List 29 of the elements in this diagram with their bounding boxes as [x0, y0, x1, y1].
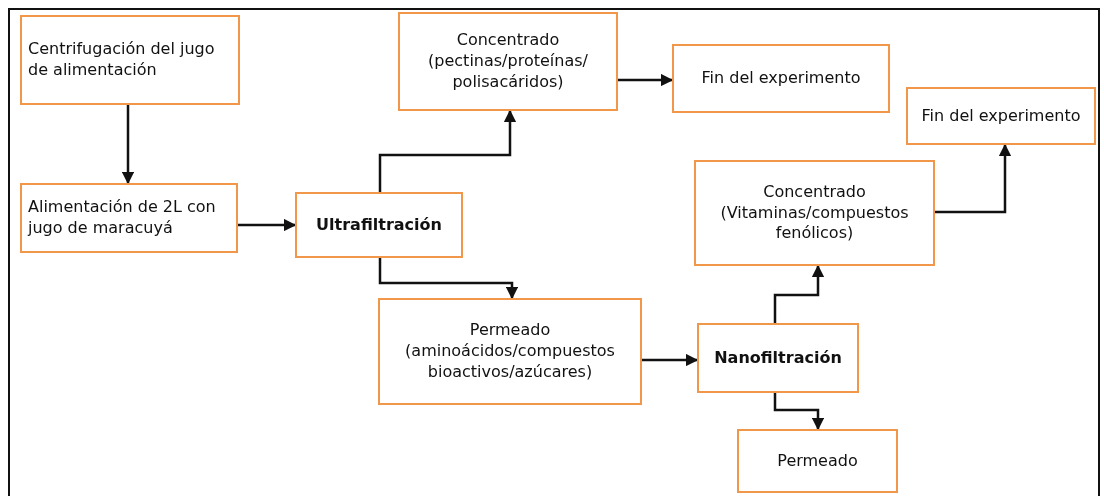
- process-box: [398, 12, 618, 111]
- box-text: Alimentación de 2L con jugo de maracuyá: [28, 197, 217, 239]
- box-text: Nanofiltración: [713, 347, 843, 369]
- arrow: [935, 143, 1012, 214]
- process-box: [20, 183, 238, 253]
- box-text: Concentrado (Vitaminas/compuestos fenólicos): [719, 181, 910, 245]
- process-box: [906, 87, 1096, 145]
- box-text: Fin del experimento: [920, 105, 1082, 127]
- box-text: Permeado (aminoácidos/compuestos bioactivos/azúcares): [404, 320, 616, 383]
- process-box: [378, 298, 642, 405]
- process-box: [694, 160, 935, 266]
- arrow: [238, 218, 297, 232]
- box-text: Permeado: [776, 450, 859, 472]
- arrow: [121, 105, 135, 185]
- arrow: [378, 258, 519, 300]
- process-box: [20, 15, 240, 105]
- process-box: [672, 44, 890, 113]
- process-box: [697, 323, 859, 393]
- arrow: [642, 353, 699, 367]
- process-box: [295, 192, 463, 258]
- box-text: Ultrafiltración: [315, 214, 443, 236]
- box-text: Centrifugación del jugo de alimentación: [28, 39, 216, 81]
- arrow: [618, 73, 674, 87]
- box-text: Fin del experimento: [700, 68, 862, 89]
- box-text: Concentrado (pectinas/proteínas/ polisacáridos): [427, 30, 589, 93]
- arrow: [773, 393, 825, 431]
- arrow: [773, 264, 825, 323]
- arrow: [378, 109, 517, 192]
- process-box: [737, 429, 898, 493]
